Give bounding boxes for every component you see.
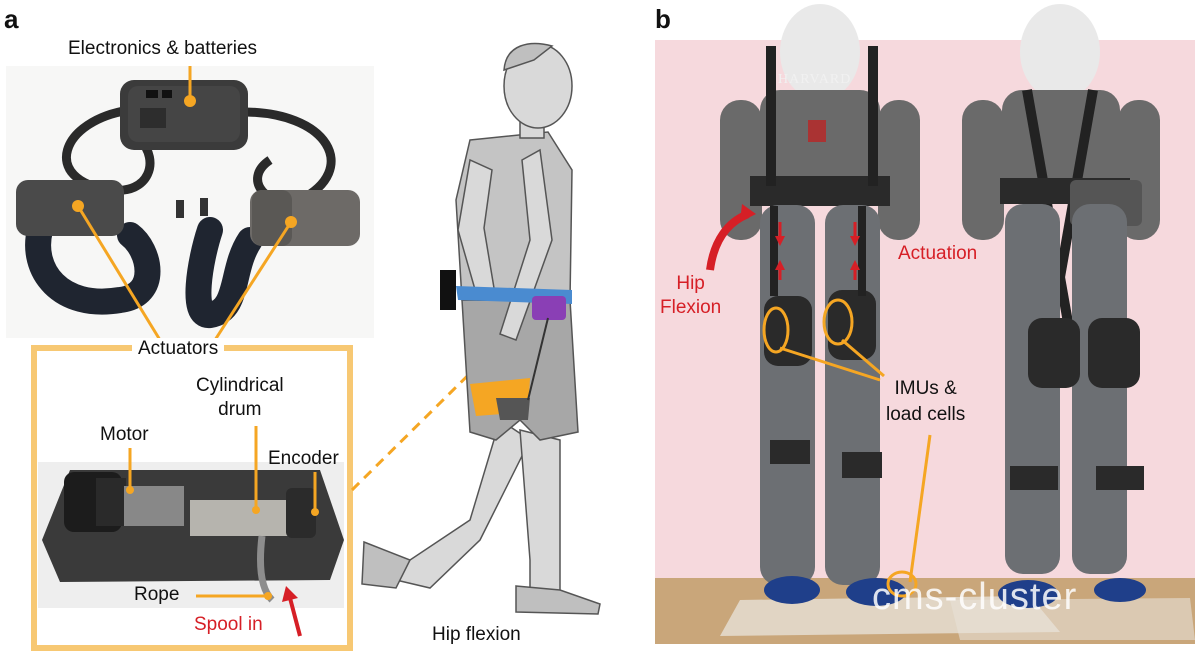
label-electronics: Electronics & batteries xyxy=(68,38,258,59)
belt-buckle xyxy=(440,270,456,310)
label-actuation: Actuation xyxy=(898,243,978,264)
label-rope: Rope xyxy=(134,584,180,605)
right-actuator xyxy=(185,190,360,328)
left-actuator xyxy=(16,180,161,315)
label-encoder: Encoder xyxy=(268,448,339,469)
actuator-on-belt xyxy=(532,296,566,320)
watermark: cms-cluster xyxy=(872,576,1078,618)
label-spool-in: Spool in xyxy=(194,614,263,635)
label-hip-flexion-illustration: Hip flexion xyxy=(432,624,521,645)
walking-person xyxy=(361,42,601,615)
electronics-box xyxy=(120,80,248,150)
panel-b-letter: b xyxy=(655,4,671,34)
back-mannequin xyxy=(962,4,1160,608)
label-imus-load-cells: IMUs & load cells xyxy=(886,378,966,425)
panel-a-letter: a xyxy=(4,4,19,34)
label-cylindrical-drum: Cylindrical drum xyxy=(196,375,284,420)
label-hip-flexion-b: Hip Flexion xyxy=(660,273,722,318)
label-actuators: Actuators xyxy=(132,338,225,360)
actuator-detail-photo xyxy=(42,470,344,603)
shirt-text: HARVARD xyxy=(778,72,852,87)
label-motor: Motor xyxy=(100,424,149,445)
